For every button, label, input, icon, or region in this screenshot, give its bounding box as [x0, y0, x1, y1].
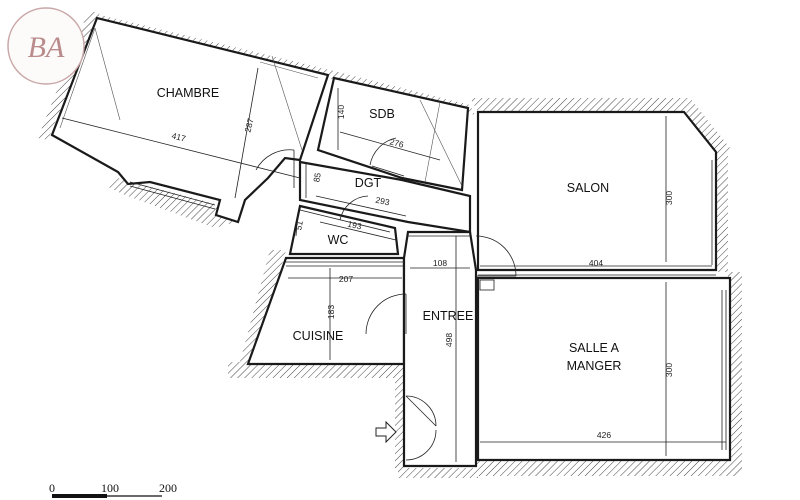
- dim-cuisine-width: 207: [339, 274, 353, 284]
- room-label-wc: WC: [328, 233, 349, 247]
- room-label-salle-a-manger-line1: SALLE A: [569, 341, 620, 355]
- dim-salon-width: 404: [589, 258, 603, 268]
- dim-cuisine-height: 183: [326, 305, 336, 319]
- interior-lines: [59, 27, 727, 462]
- dim-wc-width: 193: [347, 219, 363, 232]
- room-label-salon: SALON: [567, 181, 609, 195]
- scale-bar: 0 100 200: [49, 481, 177, 498]
- dim-entree-height: 498: [444, 333, 454, 347]
- logo-monogram: BA: [28, 31, 65, 64]
- room-label-salle-a-manger-line2: MANGER: [567, 359, 622, 373]
- room-label-cuisine: CUISINE: [293, 329, 344, 343]
- dim-salon-height: 300: [664, 191, 674, 205]
- doors: [255, 137, 517, 461]
- room-label-entree: ENTREE: [423, 309, 474, 323]
- logo: BA: [7, 7, 85, 85]
- scale-label-100: 100: [101, 481, 119, 495]
- dim-entree-width: 108: [433, 258, 447, 268]
- dim-chambre-height: 287: [243, 117, 256, 133]
- scale-label-0: 0: [49, 481, 55, 495]
- room-label-dgt: DGT: [355, 176, 382, 190]
- walls: [50, 16, 732, 468]
- dim-wc-height: 51: [293, 220, 305, 231]
- logo-ring-icon: [7, 7, 85, 85]
- dim-chambre-width: 417: [171, 131, 187, 144]
- dim-sdb-height: 140: [336, 105, 346, 119]
- room-label-sdb: SDB: [369, 107, 395, 121]
- entry-arrow-icon: [375, 420, 397, 444]
- dim-salle-width: 426: [597, 430, 611, 440]
- scale-label-200: 200: [159, 481, 177, 495]
- dim-salle-height: 300: [664, 363, 674, 377]
- dim-dgt-height: 85: [311, 172, 323, 183]
- dim-dgt-width: 293: [375, 195, 391, 208]
- room-label-chambre: CHAMBRE: [157, 86, 220, 100]
- dim-sdb-width: 276: [389, 137, 405, 150]
